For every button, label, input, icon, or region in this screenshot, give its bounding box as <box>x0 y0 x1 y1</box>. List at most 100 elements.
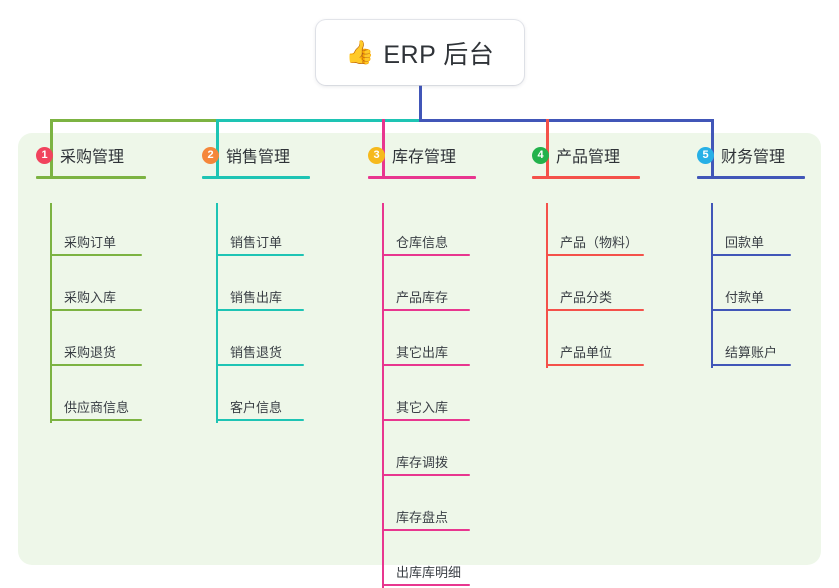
branch-column-3: 3 库存管理仓库信息产品库存其它出库其它入库库存调拨库存盘点出库库明细 <box>368 143 476 588</box>
leaf-underline <box>546 364 644 366</box>
leaf-underline <box>711 309 791 311</box>
page-title: ERP 后台 <box>383 40 495 69</box>
branch-title: 销售管理 <box>226 149 291 166</box>
branch-title: 采购管理 <box>60 149 125 166</box>
leaf-underline <box>711 364 791 366</box>
leaf-node[interactable]: 供应商信息 <box>50 391 142 421</box>
leaf-node[interactable]: 销售订单 <box>216 226 304 256</box>
leaf-node[interactable]: 采购退货 <box>50 336 142 366</box>
leaf-label: 销售退货 <box>230 345 283 360</box>
drop-line-5 <box>711 119 714 176</box>
bus-segment-1 <box>50 119 219 122</box>
leaf-underline <box>546 309 644 311</box>
leaf-node[interactable]: 采购入库 <box>50 281 142 311</box>
trunk-line <box>419 85 422 122</box>
branch-spine <box>711 203 713 368</box>
leaf-underline <box>50 419 142 421</box>
leaf-label: 销售出库 <box>230 290 283 305</box>
leaf-label: 结算账户 <box>725 345 778 360</box>
leaf-node[interactable]: 库存调拨 <box>382 446 470 476</box>
leaf-label: 采购订单 <box>64 235 117 250</box>
branch-header-财务管理[interactable]: 5 财务管理 <box>697 143 785 167</box>
thumbs-up-icon: 👍 <box>345 39 375 65</box>
leaf-node[interactable]: 销售退货 <box>216 336 304 366</box>
branch-number-badge: 3 <box>368 146 385 164</box>
leaf-node[interactable]: 其它出库 <box>382 336 470 366</box>
diagram-background-panel <box>18 133 821 565</box>
leaf-underline <box>50 364 142 366</box>
leaf-node[interactable]: 客户信息 <box>216 391 304 421</box>
root-node-content: 👍 ERP 后台 <box>346 35 495 71</box>
leaf-underline <box>216 419 304 421</box>
branch-underline <box>532 176 640 179</box>
leaf-label: 出库库明细 <box>396 565 462 580</box>
leaf-label: 产品（物料） <box>560 235 639 250</box>
branch-column-5: 5 财务管理回款单付款单结算账户 <box>697 143 805 368</box>
branch-column-4: 4 产品管理产品（物料） 产品分类产品单位 <box>532 143 644 368</box>
leaf-underline <box>382 584 470 586</box>
leaf-node[interactable]: 采购订单 <box>50 226 142 256</box>
leaf-underline <box>216 364 304 366</box>
branch-header-库存管理[interactable]: 3 库存管理 <box>368 143 456 167</box>
leaf-node[interactable]: 结算账户 <box>711 336 791 366</box>
leaf-underline <box>382 309 470 311</box>
root-node-erp-backend[interactable]: 👍 ERP 后台 <box>316 20 524 85</box>
leaf-underline <box>382 474 470 476</box>
bus-segment-2 <box>216 119 422 122</box>
branch-title: 产品管理 <box>556 149 621 166</box>
leaf-underline <box>50 254 142 256</box>
branch-number-badge: 5 <box>697 146 714 164</box>
leaf-label: 付款单 <box>725 290 765 305</box>
leaf-node[interactable]: 出库库明细 <box>382 556 470 586</box>
leaf-label: 库存盘点 <box>396 510 449 525</box>
drop-line-3 <box>382 119 385 176</box>
leaf-label: 供应商信息 <box>64 400 130 415</box>
leaf-label: 产品库存 <box>396 290 449 305</box>
leaf-underline <box>382 254 470 256</box>
leaf-node[interactable]: 产品分类 <box>546 281 644 311</box>
leaf-node[interactable]: 销售出库 <box>216 281 304 311</box>
drop-line-4 <box>546 119 549 176</box>
leaf-node[interactable]: 其它入库 <box>382 391 470 421</box>
leaf-label: 仓库信息 <box>396 235 449 250</box>
leaf-node[interactable]: 产品单位 <box>546 336 644 366</box>
leaf-underline <box>382 419 470 421</box>
branch-number-badge: 4 <box>532 146 549 164</box>
leaf-label: 其它入库 <box>396 400 449 415</box>
drop-line-2 <box>216 119 219 176</box>
bus-segment-3 <box>419 119 714 122</box>
leaf-node[interactable]: 付款单 <box>711 281 791 311</box>
branch-spine <box>382 203 384 588</box>
leaf-label: 库存调拨 <box>396 455 449 470</box>
drop-line-1 <box>50 119 53 176</box>
leaf-label: 采购退货 <box>64 345 117 360</box>
leaf-node[interactable]: 库存盘点 <box>382 501 470 531</box>
branch-underline <box>368 176 476 179</box>
leaf-underline <box>546 254 644 256</box>
branch-title: 库存管理 <box>392 149 457 166</box>
branch-spine <box>216 203 218 423</box>
leaf-label: 产品单位 <box>560 345 613 360</box>
branch-header-产品管理[interactable]: 4 产品管理 <box>532 143 620 167</box>
leaf-underline <box>382 529 470 531</box>
leaf-underline <box>711 254 791 256</box>
leaf-node[interactable]: 产品（物料） <box>546 226 644 256</box>
branch-underline <box>202 176 310 179</box>
leaf-label: 产品分类 <box>560 290 613 305</box>
branch-title: 财务管理 <box>721 149 786 166</box>
branch-spine <box>546 203 548 368</box>
leaf-node[interactable]: 产品库存 <box>382 281 470 311</box>
leaf-underline <box>216 254 304 256</box>
leaf-underline <box>382 364 470 366</box>
leaf-label: 销售订单 <box>230 235 283 250</box>
branch-underline <box>36 176 146 179</box>
leaf-node[interactable]: 回款单 <box>711 226 791 256</box>
leaf-node[interactable]: 仓库信息 <box>382 226 470 256</box>
leaf-underline <box>50 309 142 311</box>
leaf-label: 其它出库 <box>396 345 449 360</box>
